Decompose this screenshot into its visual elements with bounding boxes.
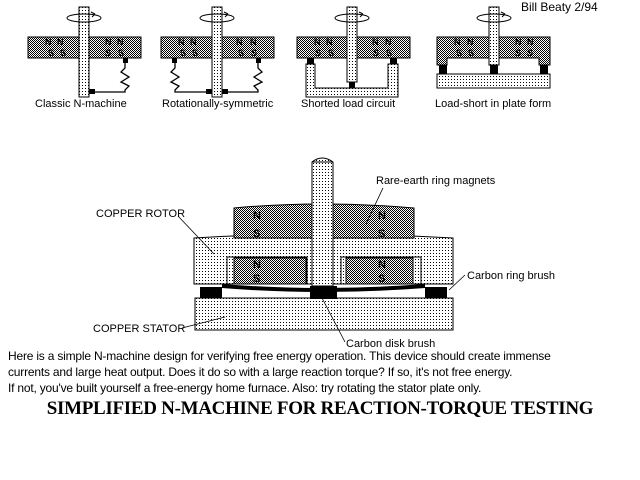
brush xyxy=(222,89,228,94)
rotor-underside xyxy=(222,284,425,292)
rotation-arrow-icon xyxy=(476,11,512,23)
pole-s: S xyxy=(515,48,521,58)
diagram-load-short-plate-form: N N N N S S S S Load-short in plate form xyxy=(435,6,551,110)
pole-n: N xyxy=(314,37,321,47)
pole-s: S xyxy=(180,48,186,58)
pole-n: N xyxy=(454,37,461,47)
shaft xyxy=(346,6,358,83)
pole-n: N xyxy=(117,37,124,47)
copper-stator xyxy=(194,297,454,331)
caption: Classic N-machine xyxy=(35,98,127,110)
shaft xyxy=(211,6,223,98)
pole-n: N xyxy=(236,37,243,47)
diagram-rotationally-symmetric: N N N N S S S S Rotationally-symmetric xyxy=(160,6,275,110)
label-copper-rotor: COPPER ROTOR xyxy=(96,208,185,220)
label-copper-stator: COPPER STATOR xyxy=(93,323,185,335)
pole-s: S xyxy=(456,48,462,58)
pole-n: N xyxy=(45,37,52,47)
pole-n: N xyxy=(467,37,474,47)
pole-s: S xyxy=(378,273,385,285)
caption: Rotationally-symmetric xyxy=(162,98,274,110)
pole-s: S xyxy=(253,273,260,285)
leader-magnets xyxy=(365,187,384,225)
brush xyxy=(439,65,447,74)
pole-s: S xyxy=(48,48,54,58)
description-line: Here is a simple N-machine design for ve… xyxy=(8,349,551,363)
pole-n: N xyxy=(105,37,112,47)
pole-n: N xyxy=(253,210,261,222)
description: Here is a simple N-machine design for ve… xyxy=(8,348,638,396)
brush xyxy=(89,89,95,94)
brush xyxy=(490,65,498,74)
pole-n: N xyxy=(57,37,64,47)
carbon-disk-brush xyxy=(310,286,337,299)
pole-s: S xyxy=(251,48,257,58)
leader-disk-brush xyxy=(321,297,346,343)
shaft xyxy=(78,6,90,98)
pole-n: N xyxy=(378,259,386,271)
rare-earth-ring-magnet-lower-left xyxy=(233,257,307,285)
pole-s: S xyxy=(468,48,474,58)
brush xyxy=(123,58,128,63)
shaft xyxy=(488,6,500,66)
label-rare-earth-magnets: Rare-earth ring magnets xyxy=(376,175,496,187)
pole-s: S xyxy=(328,48,334,58)
brush xyxy=(540,65,548,74)
stator-plate xyxy=(436,73,551,89)
pole-n: N xyxy=(250,37,257,47)
pole-n: N xyxy=(515,37,522,47)
load-resistor xyxy=(95,63,131,93)
pole-s: S xyxy=(253,228,260,240)
rotation-arrow-icon xyxy=(66,11,102,23)
diagram-classic-n-machine: N N N N S S S S Classic N-machine xyxy=(27,6,142,110)
pole-s: S xyxy=(386,48,392,58)
pole-s: S xyxy=(378,228,385,240)
pole-n: N xyxy=(190,37,197,47)
carbon-ring-brush-right xyxy=(425,287,447,298)
page-title: SIMPLIFIED N-MACHINE FOR REACTION-TORQUE… xyxy=(46,398,594,419)
leader-stator xyxy=(181,316,226,329)
brush xyxy=(256,58,261,63)
caption: Load-short in plate form xyxy=(435,98,551,110)
shaft xyxy=(311,157,334,287)
carbon-ring-brush-left xyxy=(200,287,222,298)
brush xyxy=(390,58,397,64)
label-carbon-disk-brush: Carbon disk brush xyxy=(346,338,435,350)
pole-n: N xyxy=(385,37,392,47)
main-n-machine-cutaway: N S N S N S N S COPPER ROTOR COPPER STAT… xyxy=(93,157,555,350)
pole-s: S xyxy=(238,48,244,58)
pole-n: N xyxy=(372,37,379,47)
load-resistor xyxy=(228,63,264,93)
short-circuit-conductor xyxy=(305,63,399,98)
brush xyxy=(172,58,177,63)
brush xyxy=(307,58,314,64)
label-carbon-ring-brush: Carbon ring brush xyxy=(467,270,555,282)
load-resistor xyxy=(169,63,206,93)
rotation-arrow-icon xyxy=(334,11,370,23)
pole-s: S xyxy=(527,48,533,58)
leader-rotor xyxy=(177,215,215,255)
pole-s: S xyxy=(60,48,66,58)
rotation-arrow-icon xyxy=(199,11,235,23)
pole-n: N xyxy=(178,37,185,47)
pole-s: S xyxy=(192,48,198,58)
pole-s: S xyxy=(373,48,379,58)
pole-s: S xyxy=(105,48,111,58)
brush xyxy=(206,89,212,94)
diagram-shorted-load-circuit: N N N N S S S S Shorted load circuit xyxy=(296,6,411,110)
author-credit: Bill Beaty 2/94 xyxy=(521,0,598,14)
caption: Shorted load circuit xyxy=(301,98,395,110)
leader-ring-brush xyxy=(448,274,466,291)
description-line: If not, you've built yourself a free-ene… xyxy=(8,381,482,395)
description-line: currents and large heat output. Does it … xyxy=(8,365,513,379)
pole-n: N xyxy=(326,37,333,47)
pole-s: S xyxy=(315,48,321,58)
brush xyxy=(349,82,355,88)
pole-s: S xyxy=(118,48,124,58)
pole-n: N xyxy=(378,210,386,222)
pole-n: N xyxy=(253,259,261,271)
pole-n: N xyxy=(527,37,534,47)
rare-earth-ring-magnet-lower-right xyxy=(345,257,414,285)
